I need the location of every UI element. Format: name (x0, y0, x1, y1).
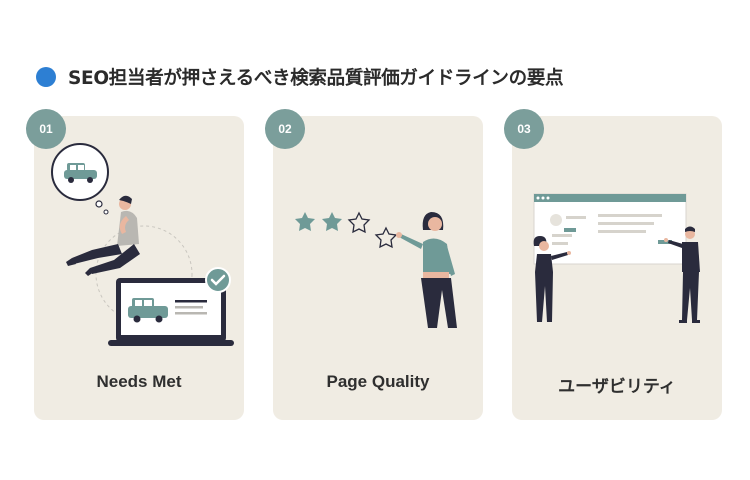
bullet-dot-icon (36, 67, 56, 87)
page-header: SEO担当者が押さえるべき検索品質評価ガイドラインの要点 (36, 60, 564, 94)
card-label: ユーザビリティ (558, 377, 676, 396)
card-number-badge: 01 (26, 109, 66, 149)
card-number-badge: 03 (504, 109, 544, 149)
card-label: Page Quality (326, 372, 430, 391)
card-needs-met: Needs Met (34, 116, 244, 420)
card-label: Needs Met (96, 372, 182, 391)
people-presenting-browser-illustration (533, 193, 700, 323)
page-title: SEO担当者が押さえるべき検索品質評価ガイドラインの要点 (68, 68, 564, 89)
card-usability: ユーザビリティ (512, 116, 722, 420)
woman-star-rating-illustration (295, 211, 457, 328)
card-number-badge: 02 (265, 109, 305, 149)
person-thinking-car-laptop-illustration (51, 143, 234, 346)
card-page-quality: Page Quality (273, 116, 483, 420)
